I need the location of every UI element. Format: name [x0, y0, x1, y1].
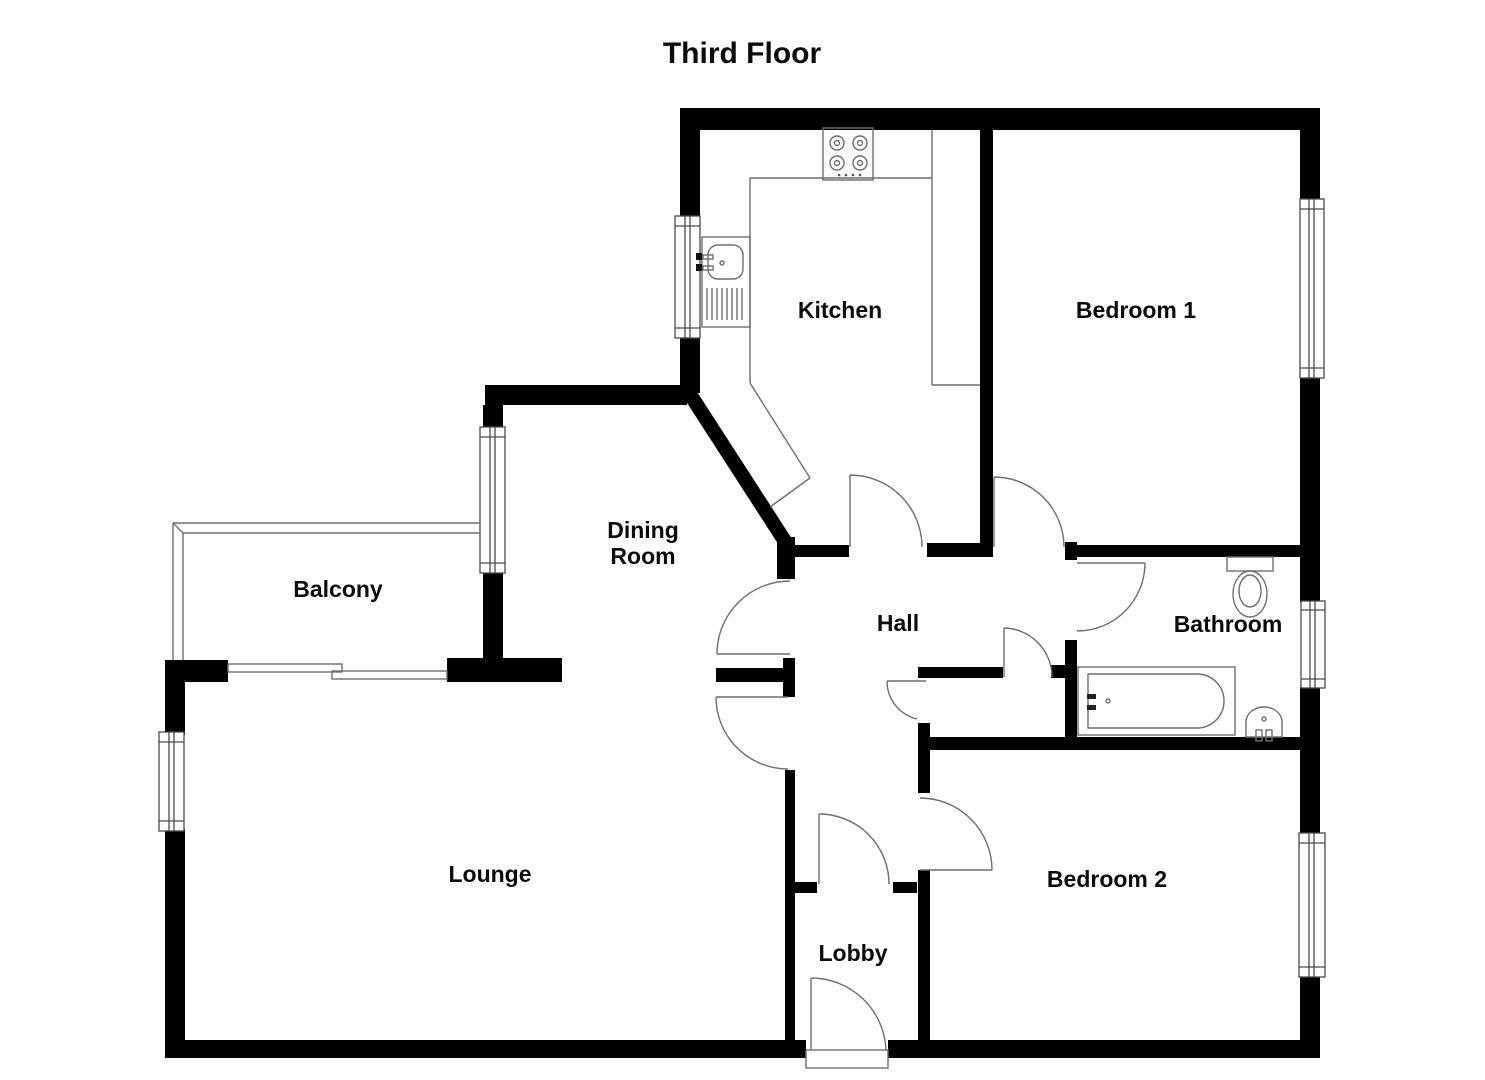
wall	[483, 570, 503, 662]
bathtub-icon	[1077, 666, 1236, 736]
wash-basin-icon	[1245, 706, 1283, 742]
front-door	[810, 977, 887, 1051]
toilet-icon	[1226, 556, 1274, 618]
wall	[1300, 687, 1320, 834]
dining-room-label-line2: Room	[610, 543, 675, 569]
wall	[918, 667, 1003, 678]
wall	[893, 882, 917, 893]
wall	[680, 335, 700, 393]
interior-walls	[483, 108, 1300, 1040]
lounge-hall-door	[886, 680, 926, 720]
balcony-sliding-panel	[331, 670, 448, 680]
balcony-sliding-panel	[227, 663, 343, 673]
wall	[1300, 545, 1320, 602]
dining-room-door	[716, 580, 791, 655]
lobby-door	[818, 813, 890, 885]
wall	[927, 543, 993, 557]
lounge-door	[715, 696, 789, 770]
wall	[783, 658, 795, 697]
wall	[918, 870, 930, 1040]
wall	[447, 658, 562, 682]
bedroom1-door	[993, 476, 1065, 548]
wall	[795, 882, 817, 893]
bedroom2-label: Bedroom 2	[1047, 866, 1167, 892]
lobby-label: Lobby	[819, 940, 888, 966]
bathroom-label: Bathroom	[1174, 611, 1283, 637]
wall	[1300, 108, 1320, 200]
four-ring-hob-icon	[822, 127, 874, 181]
tap	[696, 253, 702, 260]
kitchen-sink-drainer-icon	[696, 236, 751, 328]
wall	[680, 108, 700, 218]
bedroom2-door	[919, 797, 993, 871]
tap	[1087, 694, 1096, 699]
diagonal-wall	[680, 384, 794, 550]
wall	[777, 537, 795, 579]
wall	[888, 1040, 1320, 1058]
bedroom1-label: Bedroom 1	[1076, 297, 1196, 323]
wall	[1300, 976, 1320, 1058]
bathroom-door	[1076, 562, 1146, 632]
wall	[716, 668, 795, 682]
hall-inner-door	[1003, 627, 1053, 678]
plan-title: Third Floor	[663, 37, 822, 70]
tap	[696, 264, 702, 271]
wall	[918, 723, 930, 793]
wall	[1065, 640, 1077, 740]
tap	[1087, 705, 1096, 710]
kitchen-window	[674, 215, 701, 339]
balcony-label: Balcony	[293, 576, 383, 602]
wall	[918, 737, 1300, 750]
outer-walls	[165, 108, 1320, 1058]
lounge-label: Lounge	[448, 861, 531, 887]
kitchen-door	[849, 474, 923, 548]
entrance-threshold	[805, 1049, 889, 1069]
drainer-lines	[706, 288, 743, 320]
wall	[485, 385, 687, 405]
doors	[715, 474, 1146, 1051]
wall	[165, 1040, 806, 1058]
bathroom-window	[1300, 600, 1326, 689]
lounge-window	[158, 731, 185, 832]
bedroom2-window	[1298, 832, 1326, 978]
wall	[165, 829, 185, 1058]
kitchen-label: Kitchen	[798, 297, 882, 323]
balcony-outline	[172, 522, 480, 680]
labels: Third Floor Kitchen Bedroom 1 Dining Roo…	[293, 37, 1282, 966]
wall	[165, 660, 228, 682]
hall-label: Hall	[877, 610, 919, 636]
wall	[1051, 665, 1065, 678]
windows	[158, 198, 1326, 978]
wall	[1077, 545, 1300, 557]
bedroom1-window	[1299, 198, 1325, 379]
wall	[980, 130, 993, 545]
wall	[793, 545, 849, 557]
wall	[785, 770, 795, 1040]
dining-room-window	[479, 426, 506, 574]
wall	[680, 108, 1320, 130]
wall	[483, 405, 503, 430]
wall	[1065, 542, 1077, 560]
dining-room-label-line1: Dining	[607, 517, 679, 543]
wall	[1300, 377, 1320, 545]
